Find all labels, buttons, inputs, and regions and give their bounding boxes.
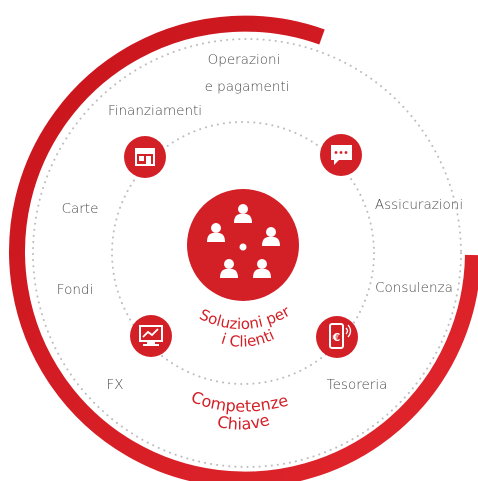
inner-dotted-ring — [111, 121, 375, 385]
svg-text:€: € — [332, 331, 341, 344]
storefront-icon — [135, 148, 155, 166]
outer-red-arc — [9, 15, 478, 481]
ring-label-line1: Competenze — [189, 387, 290, 416]
center-label-line1: Soluzioni per — [197, 302, 294, 333]
ring-label-line2: Chiave — [216, 410, 272, 434]
label-tesoreria: Tesoreria — [327, 377, 388, 393]
label-operazioni-line1: Operazioni — [208, 52, 281, 68]
monitor-chart-icon — [139, 325, 163, 346]
label-carte: Carte — [62, 201, 99, 217]
people-network-icon — [207, 204, 280, 278]
label-fondi: Fondi — [57, 282, 93, 298]
label-assicurazioni: Assicurazioni — [375, 197, 463, 213]
mobile-euro-icon: € — [329, 323, 352, 349]
label-operazioni-line2: e pagamenti — [205, 79, 290, 95]
fx-icon-circle — [130, 315, 172, 357]
label-fx: FX — [106, 377, 123, 393]
chat-bubble-icon — [331, 145, 352, 165]
outer-dotted-ring — [32, 38, 462, 468]
label-finanziamenti: Finanziamenti — [108, 103, 202, 119]
finanziamenti-icon-circle — [124, 136, 166, 178]
label-consulenza: Consulenza — [375, 280, 453, 296]
tesoreria-icon-circle — [316, 316, 358, 358]
